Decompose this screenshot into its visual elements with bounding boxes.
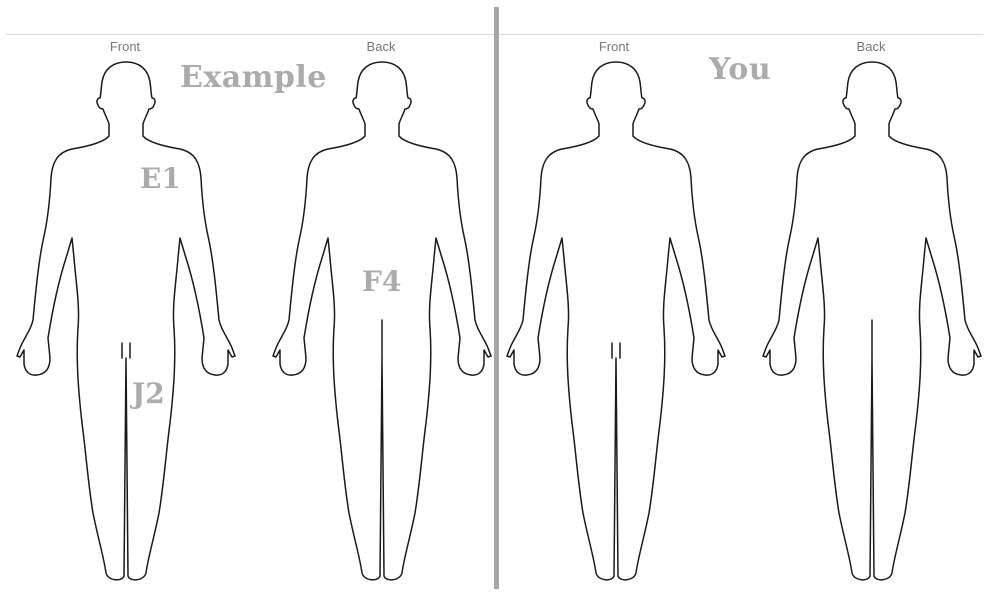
region-code-f4: F4 xyxy=(362,265,401,298)
body-figure-back[interactable] xyxy=(272,58,492,588)
back-view-label: Back xyxy=(831,39,911,54)
front-view-label: Front xyxy=(85,39,165,54)
region-code-j2: J2 xyxy=(132,377,165,410)
body-figure-back[interactable] xyxy=(762,58,982,588)
region-code-e1: E1 xyxy=(140,162,181,195)
back-view-label: Back xyxy=(341,39,421,54)
front-view-label: Front xyxy=(574,39,654,54)
panel-divider xyxy=(494,7,499,589)
body-figure-front[interactable] xyxy=(506,58,726,588)
body-figure-front[interactable] xyxy=(16,58,236,588)
